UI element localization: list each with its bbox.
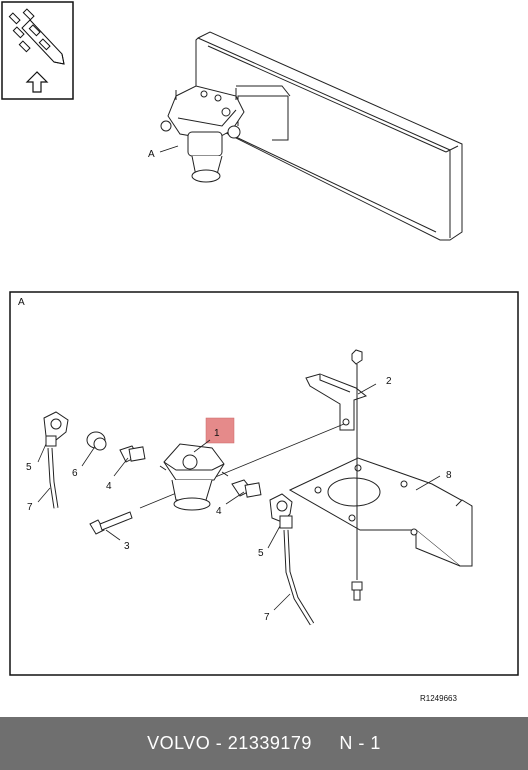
callout-7-right: 7 — [264, 612, 270, 623]
footer-part-label: VOLVO - 21339179 N - 1 — [147, 733, 381, 753]
callout-8: 8 — [446, 470, 452, 481]
callout-4-right: 4 — [216, 506, 222, 517]
elbow-right — [269, 493, 293, 529]
orientation-icon — [1, 1, 74, 100]
valve-unit — [159, 443, 229, 511]
callout-2: 2 — [386, 376, 392, 387]
leader-lines — [37, 383, 441, 611]
callout-3: 3 — [124, 541, 130, 552]
detail-frame — [9, 291, 519, 676]
callout-6: 6 — [72, 468, 78, 479]
callout-1: 1 — [214, 428, 220, 439]
reference-code: R1249663 — [420, 694, 457, 703]
callout-5-left: 5 — [26, 462, 32, 473]
chassis-overview — [160, 31, 463, 241]
vertical-fastener — [351, 349, 363, 601]
small-bracket — [305, 373, 368, 431]
footer-bar: VOLVO - 21339179 N - 1 — [0, 717, 528, 770]
callout-5-right: 5 — [258, 548, 264, 559]
callout-7-left: 7 — [27, 502, 33, 513]
elbow-left — [43, 411, 69, 447]
overview-callout-a: A — [148, 149, 155, 160]
bolt-3 — [89, 511, 133, 535]
callout-4-left: 4 — [106, 481, 112, 492]
fitting-left — [119, 445, 146, 463]
up-arrow-icon — [25, 71, 49, 93]
fitting-right — [231, 479, 262, 498]
mounting-bracket — [288, 457, 473, 567]
item-1-highlight — [205, 417, 235, 444]
detail-frame-label: A — [18, 297, 25, 308]
connector-6 — [86, 431, 107, 451]
